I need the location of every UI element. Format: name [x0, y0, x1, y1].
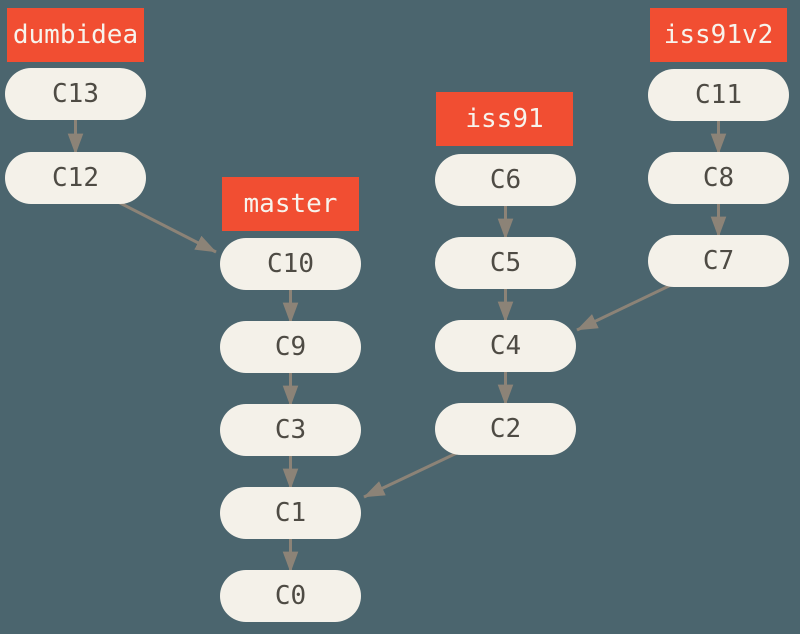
commit-node-c11: C11: [648, 69, 789, 121]
edge-c12-c10: [117, 200, 217, 254]
branch-label-iss91v2: iss91v2: [650, 8, 787, 62]
commit-node-c13: C13: [5, 68, 146, 120]
commit-node-c5: C5: [435, 237, 576, 289]
branch-label-master: master: [222, 177, 359, 231]
commit-node-c0: C0: [220, 570, 361, 622]
commit-node-c2: C2: [435, 403, 576, 455]
commit-node-c8: C8: [648, 152, 789, 204]
commit-node-c10: C10: [220, 238, 361, 290]
commit-node-c12: C12: [5, 152, 146, 204]
commit-node-c6: C6: [435, 154, 576, 206]
commit-node-c9: C9: [220, 321, 361, 373]
commit-node-c3: C3: [220, 404, 361, 456]
branch-label-iss91: iss91: [436, 92, 573, 146]
edge-c7-c4: [576, 283, 672, 332]
commit-node-c7: C7: [648, 235, 789, 287]
edge-c2-c1: [363, 450, 460, 499]
commit-node-c4: C4: [435, 320, 576, 372]
commit-node-c1: C1: [220, 487, 361, 539]
branch-label-dumbidea: dumbidea: [7, 8, 144, 62]
